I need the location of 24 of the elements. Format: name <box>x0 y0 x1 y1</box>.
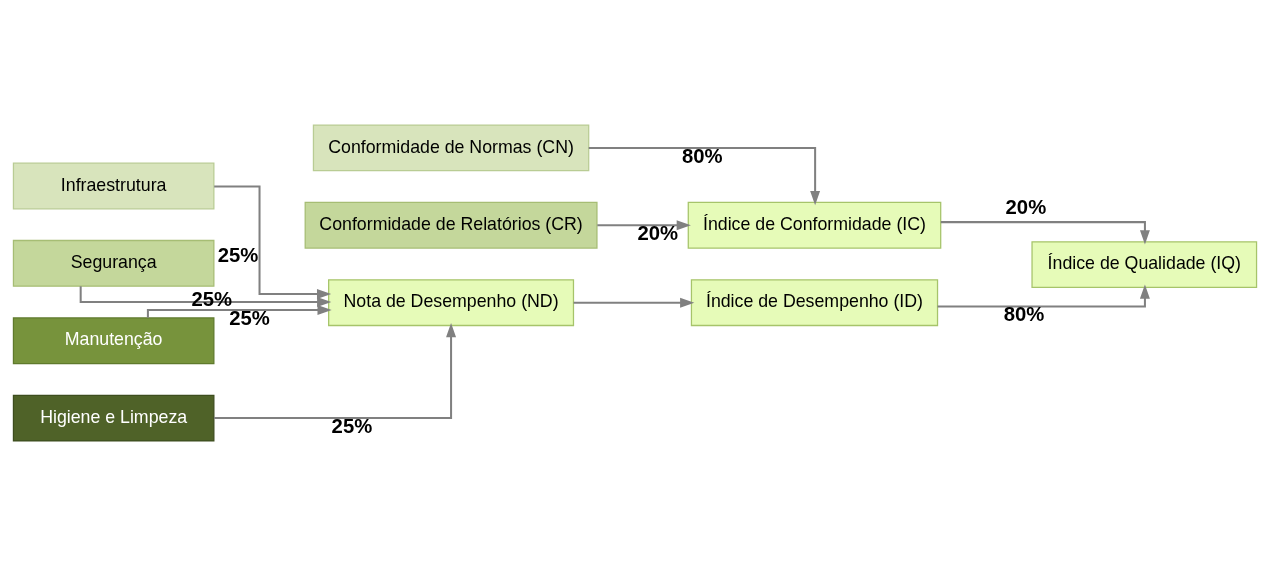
node-box: Índice de Conformidade (IC) <box>687 201 942 249</box>
edge-label: 20% <box>637 221 679 244</box>
node-box: Higiene e Limpeza <box>12 394 215 442</box>
arrow <box>588 146 821 205</box>
edge-label: 25% <box>217 243 259 266</box>
node-box: Índice de Desempenho (ID) <box>690 278 939 326</box>
arrow <box>214 185 332 299</box>
arrow <box>214 322 457 419</box>
node-box: Infraestrutura <box>12 162 215 209</box>
arrow <box>937 283 1150 307</box>
arrow <box>573 297 695 308</box>
edge-label: 20% <box>1005 195 1047 218</box>
arrow <box>597 219 691 230</box>
arrow <box>146 304 332 318</box>
edge-label: 25% <box>331 414 373 437</box>
node-box: Conformidade de Relatórios (CR) <box>304 201 598 249</box>
node-box: Conformidade de Normas (CN) <box>312 123 590 171</box>
edge-label: 80% <box>1003 302 1045 325</box>
node-box: Manutenção <box>12 316 215 364</box>
edge-label: 80% <box>682 144 723 167</box>
node-box: Nota de Desempenho (ND) <box>328 278 575 326</box>
node-box: Segurança <box>12 239 215 287</box>
node-box: Índice de Qualidade (IQ) <box>1031 240 1258 288</box>
arrow <box>940 220 1150 244</box>
